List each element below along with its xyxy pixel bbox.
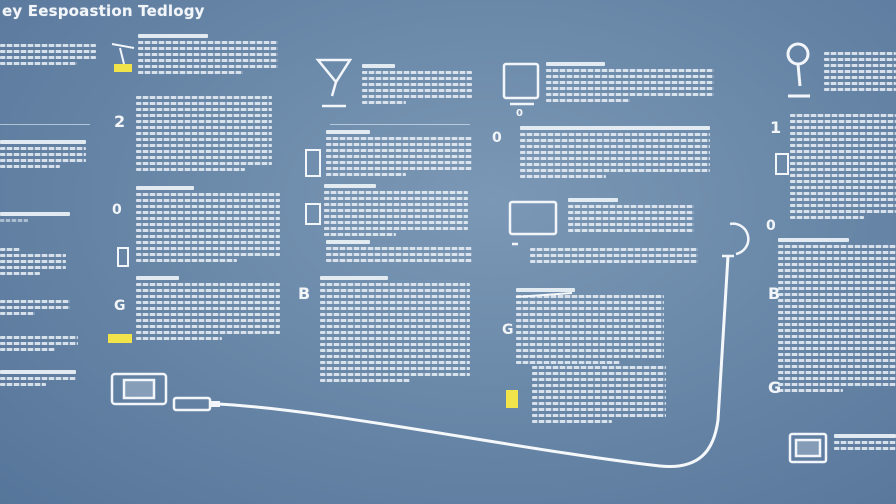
small-device-icon — [305, 149, 321, 177]
text-block-col4-2 — [520, 126, 710, 181]
marker-g: G — [502, 322, 514, 338]
cable-branch — [515, 292, 573, 298]
marker-0a: 0 — [112, 202, 122, 218]
text-block-left-3 — [0, 212, 70, 225]
text-block-col2-4 — [136, 276, 280, 343]
robot-arm-icon — [786, 42, 810, 98]
text-block-col4-4 — [530, 248, 698, 266]
text-block-col4-3 — [568, 198, 694, 235]
text-block-col4-5 — [516, 288, 664, 367]
marker-1: 1 — [770, 118, 782, 137]
text-block-right-2 — [790, 114, 896, 222]
text-block-col2-3 — [136, 186, 280, 265]
lamp-icon — [315, 58, 353, 108]
text-block-left-1 — [0, 44, 96, 68]
marker-g2: G — [114, 298, 126, 314]
text-block-right-3 — [778, 238, 896, 395]
divider — [0, 124, 90, 125]
page-title: ey Eespoastion Tedlogy — [2, 2, 205, 20]
marker-b: B — [298, 284, 311, 303]
text-block-col2-1 — [138, 34, 278, 77]
text-block-col3-1 — [362, 64, 472, 107]
marker-0b: 0 — [492, 130, 502, 146]
divider-col3 — [330, 124, 470, 125]
text-block-left-6 — [0, 336, 78, 354]
screen-device-icon — [110, 372, 168, 406]
text-block-left-4 — [0, 248, 66, 278]
monitor-icon-2 — [508, 200, 558, 246]
highlight-tag — [108, 334, 132, 343]
marker-small-0: 0 — [516, 108, 523, 119]
text-block-left-7 — [0, 370, 76, 389]
phone-icon — [775, 153, 789, 175]
text-block-right-1 — [824, 52, 896, 94]
marker-2: 2 — [114, 112, 126, 131]
text-block-col3-2 — [326, 130, 472, 179]
desk-lamp-icon — [111, 43, 135, 72]
text-block-col3-5 — [320, 276, 470, 385]
marker-b2: B — [768, 284, 781, 303]
cable-line — [217, 255, 730, 468]
usb-plug-icon — [172, 396, 220, 412]
highlight-tag-2 — [506, 390, 518, 408]
text-block-col3-4 — [326, 240, 472, 265]
panel-device-icon — [788, 432, 828, 464]
text-block-left-5 — [0, 300, 70, 318]
small-device-icon-2 — [305, 203, 321, 225]
marker-0c: 0 — [766, 218, 776, 234]
text-block-col4-1 — [546, 62, 714, 105]
tablet-icon — [117, 247, 129, 267]
text-block-right-4 — [834, 434, 896, 453]
marker-g3: G — [768, 378, 782, 397]
lightbulb-icon — [722, 222, 750, 258]
text-block-col2-2 — [136, 96, 272, 174]
text-block-col4-6 — [532, 366, 666, 426]
monitor-icon — [502, 62, 540, 106]
text-block-left-2 — [0, 140, 86, 171]
text-block-col3-3 — [324, 184, 468, 239]
